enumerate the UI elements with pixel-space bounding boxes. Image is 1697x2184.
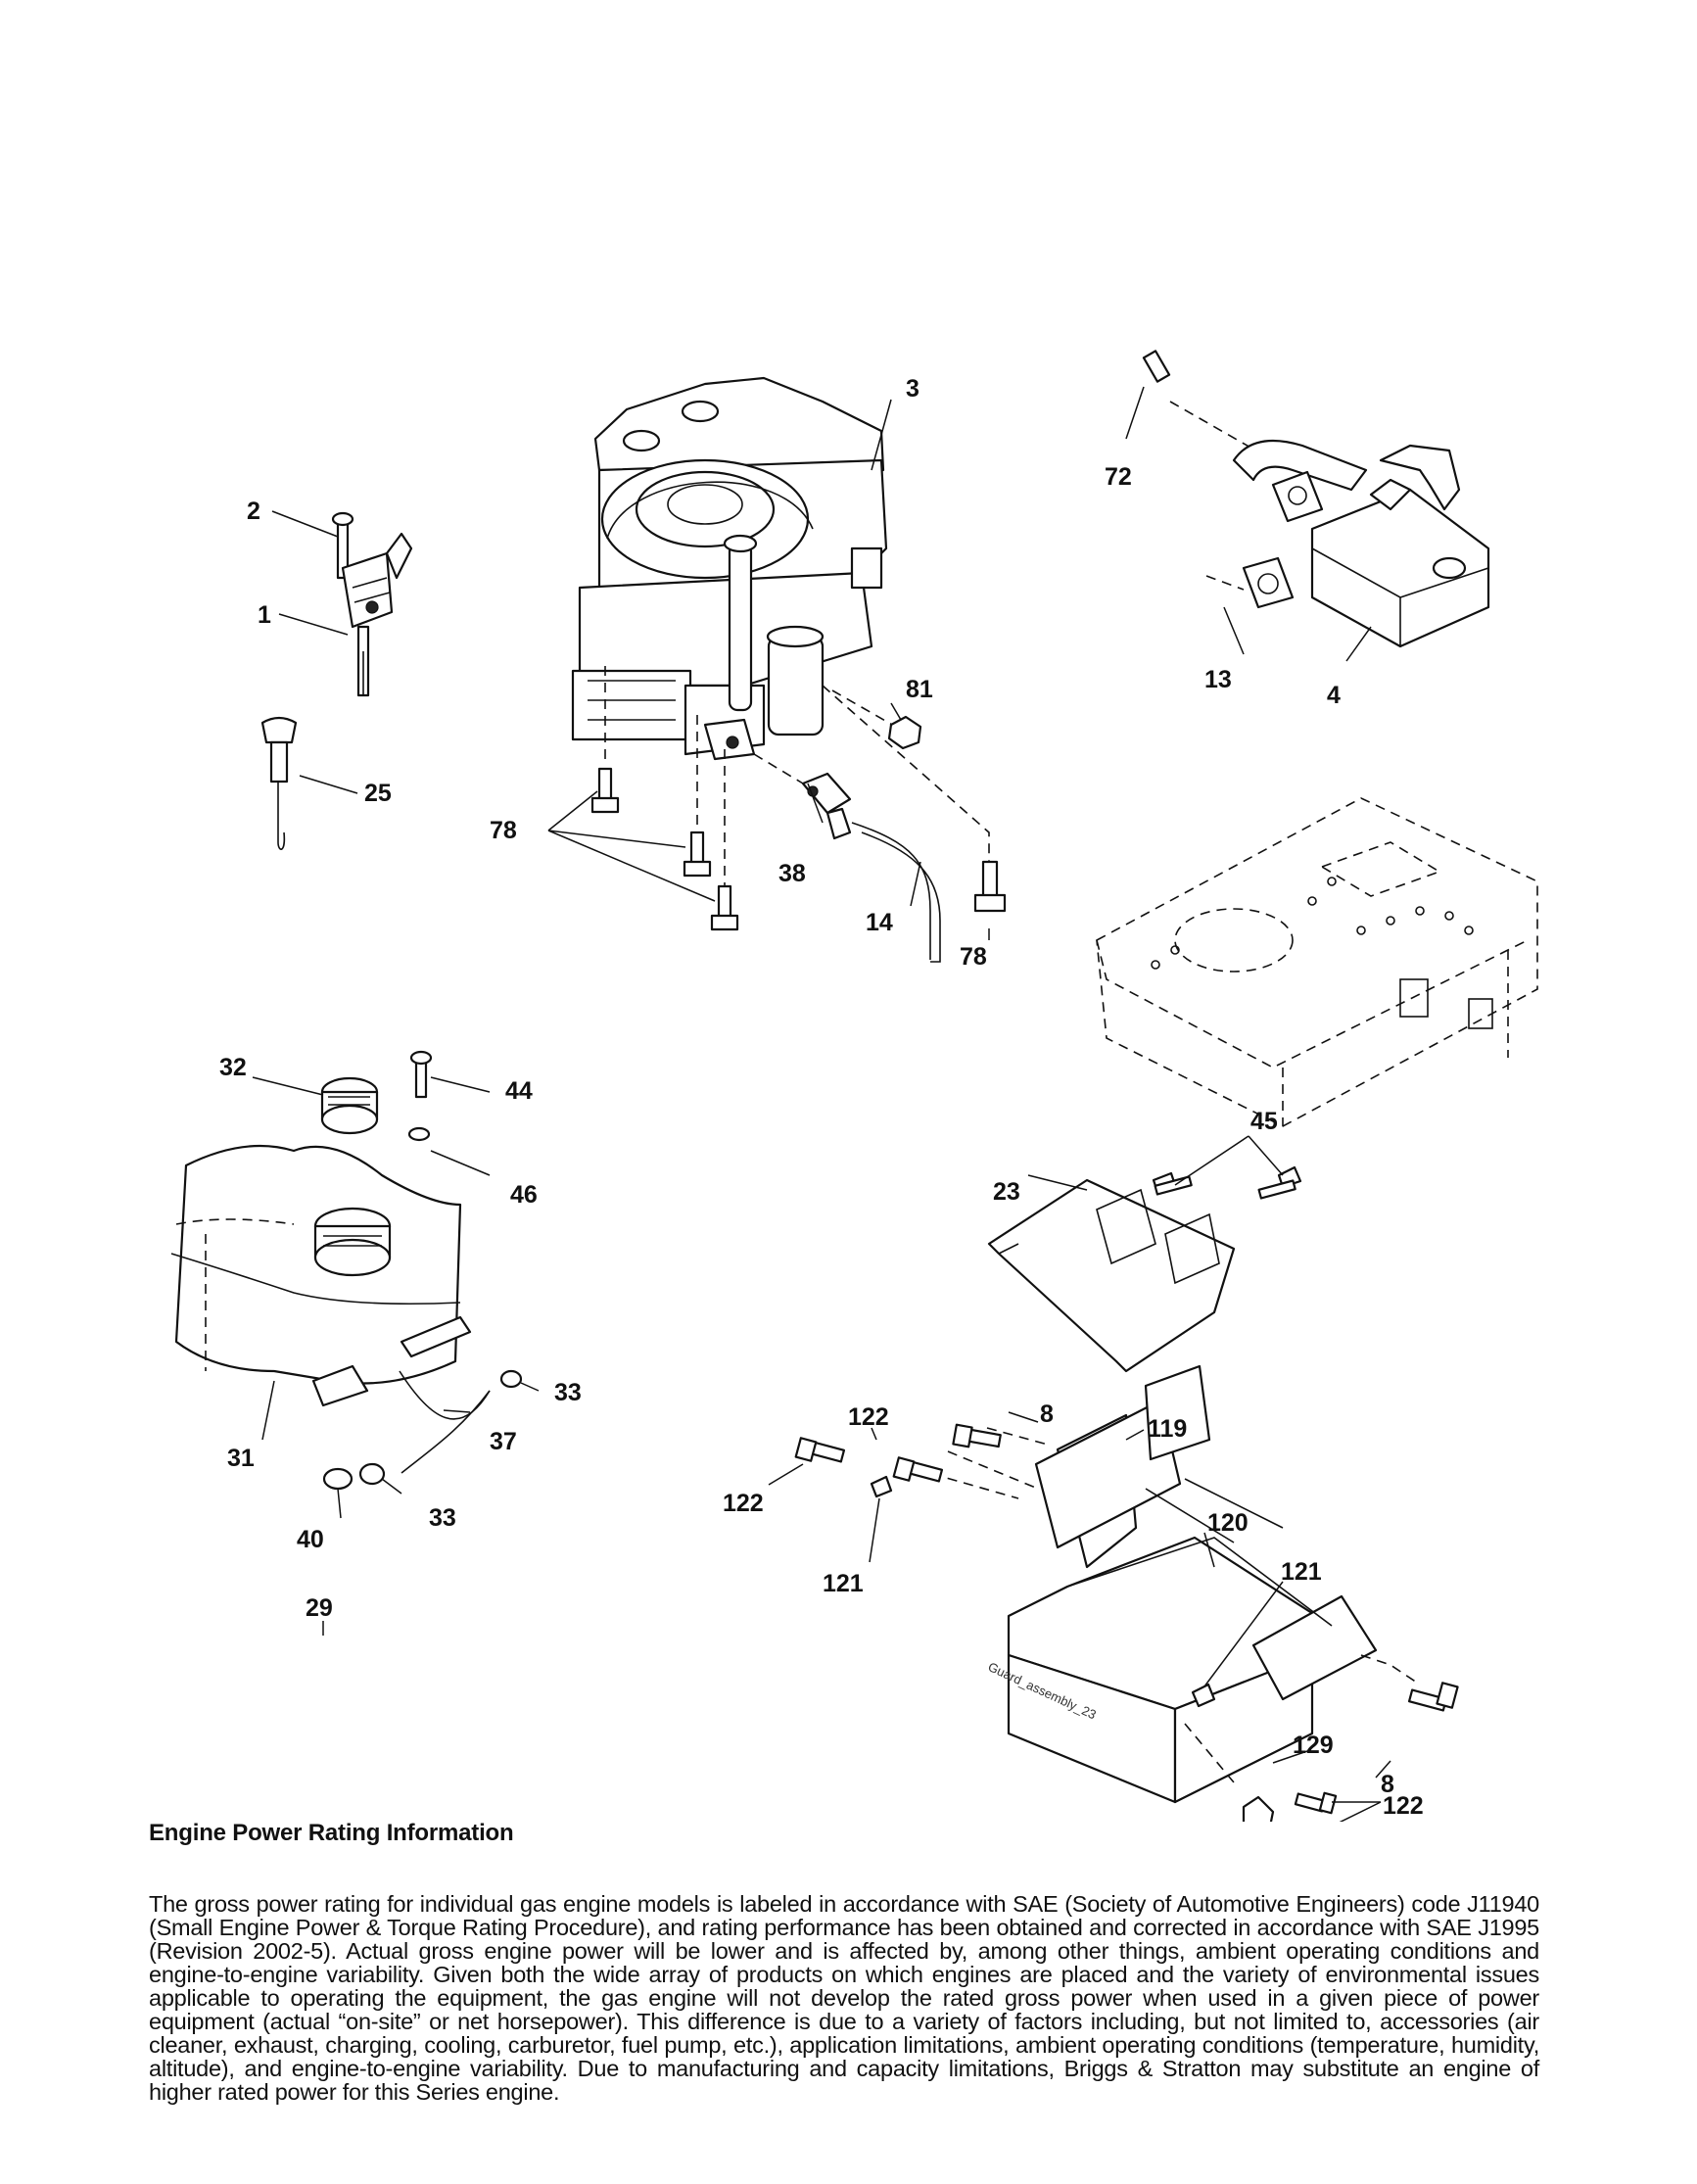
- callout-1: 1: [258, 601, 271, 629]
- exploded-parts-diagram: Guard_assembly_23: [170, 350, 1538, 1822]
- callout-8b: 8: [1381, 1771, 1394, 1798]
- callout-40: 40: [297, 1526, 324, 1553]
- callout-120: 120: [1207, 1509, 1249, 1537]
- frame-outline: [1096, 797, 1538, 1127]
- callout-37: 37: [490, 1428, 517, 1455]
- callout-2: 2: [247, 498, 260, 525]
- callout-122c: 122: [1383, 1792, 1424, 1820]
- callout-121a: 121: [823, 1570, 864, 1597]
- callout-72: 72: [1105, 463, 1132, 491]
- engine-guard-assembly: Guard_assembly_23: [794, 1364, 1459, 1822]
- callout-33a: 33: [554, 1379, 582, 1406]
- engine-assembly: [571, 376, 888, 761]
- leader-lines: [252, 386, 1391, 1822]
- throttle-control: [331, 511, 413, 697]
- callout-32: 32: [219, 1054, 247, 1081]
- callout-119: 119: [1148, 1415, 1187, 1443]
- heat-shield: [987, 1165, 1302, 1373]
- engine-power-rating-heading: Engine Power Rating Information: [149, 1820, 514, 1846]
- callout-45: 45: [1250, 1108, 1278, 1135]
- dipstick: [260, 716, 298, 850]
- callout-81: 81: [906, 676, 933, 703]
- callout-44: 44: [505, 1077, 533, 1105]
- callout-46: 46: [510, 1181, 538, 1209]
- callout-78a: 78: [490, 817, 517, 844]
- engine-power-rating-body: The gross power rating for individual ga…: [149, 1891, 1539, 2105]
- callout-3: 3: [906, 375, 919, 403]
- callout-29: 29: [306, 1594, 333, 1622]
- callout-13: 13: [1204, 666, 1232, 693]
- muffler-assembly: [1142, 350, 1490, 648]
- callout-4: 4: [1327, 682, 1341, 709]
- callout-31: 31: [227, 1445, 255, 1472]
- callout-33b: 33: [429, 1504, 456, 1532]
- fuel-tank-assembly: [170, 1050, 523, 1491]
- callout-23: 23: [993, 1178, 1020, 1206]
- callout-78b: 78: [960, 943, 987, 971]
- callout-121b: 121: [1281, 1558, 1322, 1586]
- callout-122b: 122: [723, 1490, 764, 1517]
- engine-hardware: [590, 666, 1007, 963]
- callout-129: 129: [1293, 1732, 1334, 1759]
- engine-power-rating-section: Engine Power Rating Information The gros…: [149, 1820, 1539, 2104]
- callout-numbers: 2 1 3 4 8 8 13 14 23 25 29 31 32 33 33 3…: [219, 375, 1424, 1820]
- callout-122a: 122: [848, 1403, 889, 1431]
- callout-8a: 8: [1040, 1401, 1054, 1428]
- callout-38: 38: [778, 860, 806, 887]
- callout-25: 25: [364, 780, 392, 807]
- callout-14: 14: [866, 909, 893, 936]
